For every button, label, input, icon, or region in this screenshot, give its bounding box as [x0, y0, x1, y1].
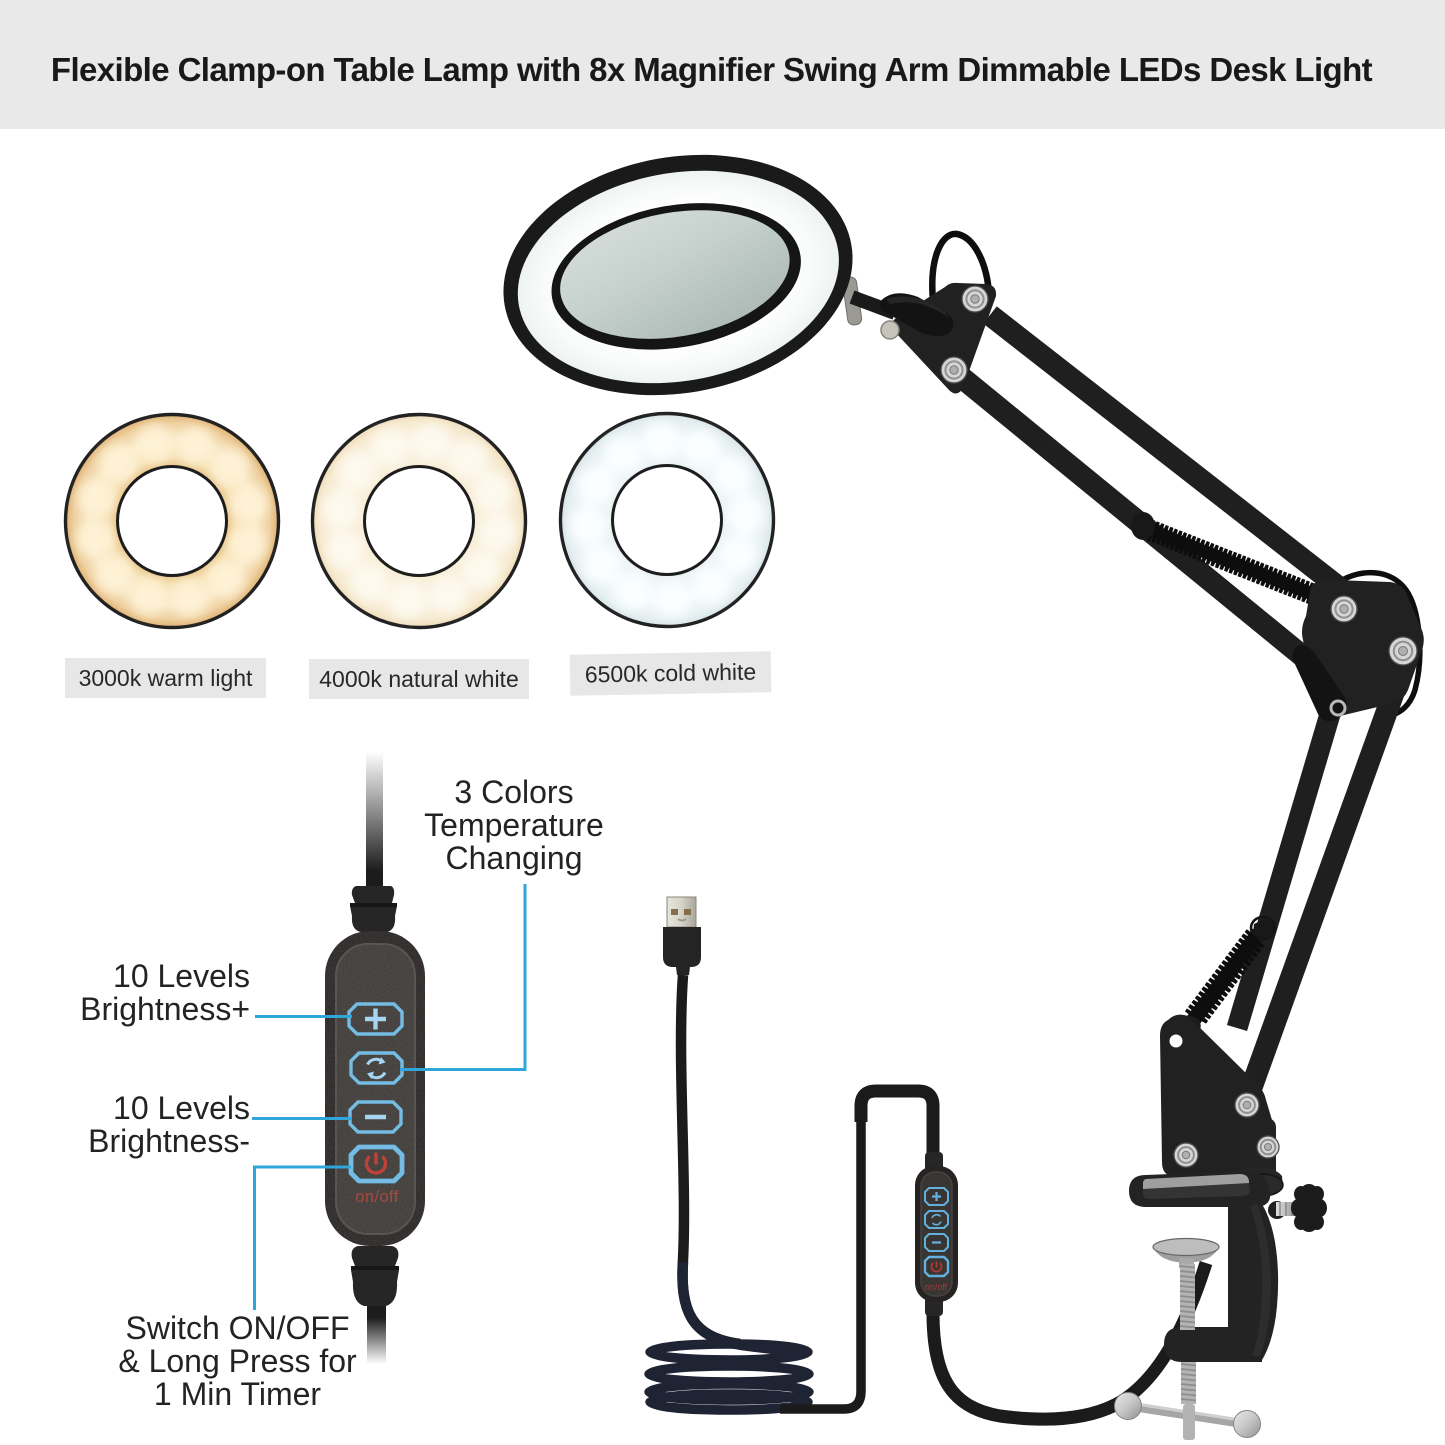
svg-text:on/off: on/off — [355, 1188, 398, 1206]
svg-text:on/off: on/off — [925, 1282, 948, 1292]
